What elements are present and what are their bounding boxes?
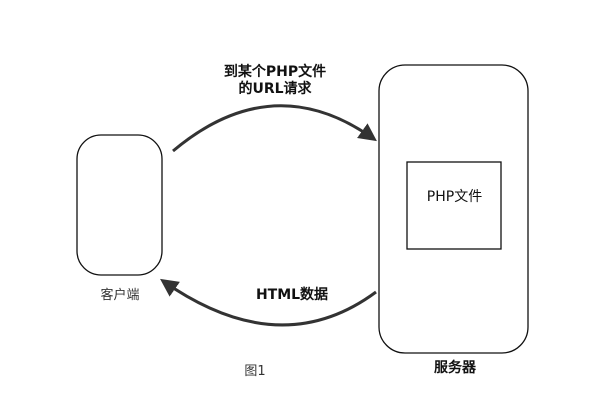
request-label: 到某个PHP文件 的URL请求 [200,64,350,98]
php-file-label: PHP文件 [426,189,483,205]
request-label-line1: 到某个PHP文件 [223,64,327,80]
server-label: 服务器 [434,360,476,376]
php-file-node [406,161,502,250]
response-arrow [160,278,377,327]
client-node [76,134,163,276]
client-label: 客户端 [100,288,140,303]
response-label: HTML数据 [255,287,329,303]
request-label-line2: 的URL请求 [238,80,312,97]
request-arrow [172,104,377,153]
figure-caption: 图1 [244,364,266,379]
